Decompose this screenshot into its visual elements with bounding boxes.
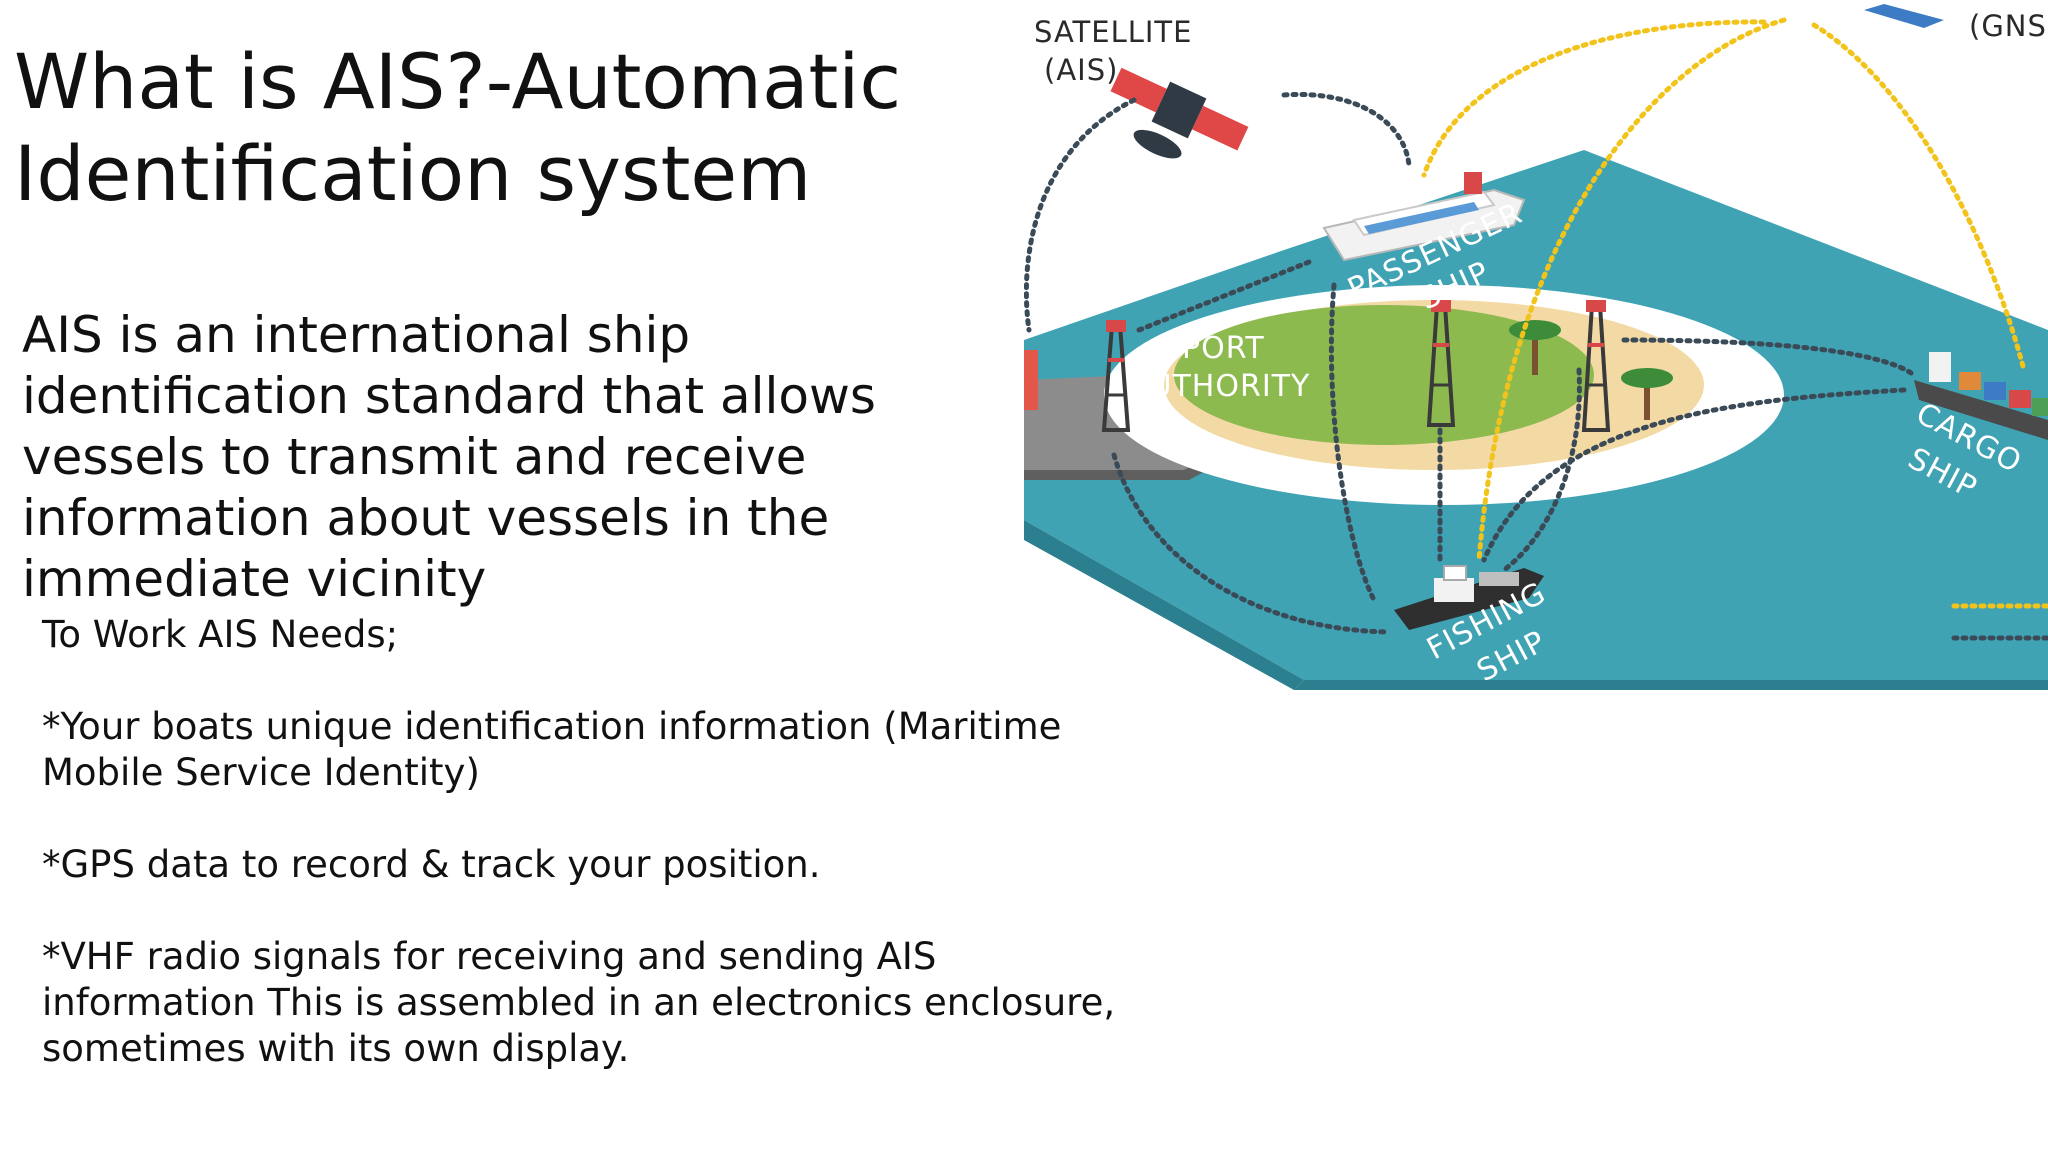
- spacer: [42, 658, 1162, 704]
- intro-paragraph: AIS is an international ship identificat…: [22, 305, 1022, 610]
- link-island-right-fishing: [1501, 367, 1582, 573]
- satellite-label-line-2: (AIS): [1044, 53, 1118, 87]
- radio-tower-island-right: [1581, 300, 1611, 432]
- requirement-gps: *GPS data to record & track your positio…: [42, 843, 821, 886]
- gnss-satellite-icon: [1864, 4, 1944, 28]
- link-port-passenger: [1136, 257, 1317, 333]
- gnss-label: (GNS: [1969, 9, 2047, 43]
- spacer: [42, 888, 1162, 934]
- requirements-list: To Work AIS Needs; *Your boats unique id…: [42, 612, 1162, 1072]
- port-authority-label-line-2: AUTHORITY: [1128, 369, 1310, 404]
- link-passenger-fishing: [1328, 282, 1377, 603]
- requirement-vhf-line-2: information This is assembled in an elec…: [42, 981, 1116, 1024]
- requirement-vhf-line-3: sometimes with its own display.: [42, 1027, 630, 1070]
- palm-trunk: [1532, 335, 1538, 375]
- intro-line-3: vessels to transmit and receive: [22, 428, 807, 486]
- link-satellite-port: [1024, 97, 1137, 333]
- satellite-label-line-1: SATELLITE: [1034, 15, 1192, 49]
- satellite-icon: [1110, 67, 1249, 159]
- radio-tower-island-left: [1426, 300, 1456, 427]
- port-building: [1024, 350, 1038, 410]
- gnss-links-yellow: [1421, 17, 2027, 563]
- link-port-fishing: [1111, 452, 1392, 635]
- link-satellite-passenger: [1281, 91, 1412, 168]
- gnss-link-fishing: [1476, 17, 1787, 563]
- fishing-ship-icon: [1394, 565, 1544, 630]
- sea-edge-front: [1294, 680, 2048, 690]
- intro-line-1: AIS is an international ship: [22, 306, 691, 364]
- cargo-ship-icon: [1914, 352, 2048, 440]
- ais-diagram-svg: SATELLITE (AIS) (GNS PASSENGER SHIP PORT…: [1024, 4, 2048, 690]
- legend-lines: [1951, 603, 2048, 641]
- requirement-vhf-line-1: *VHF radio signals for receiving and sen…: [42, 935, 937, 978]
- spacer: [42, 796, 1162, 842]
- passenger-ship-icon: [1322, 172, 1526, 262]
- link-cargo-fishing: [1481, 387, 1907, 563]
- port-authority-label-line-1: PORT: [1182, 331, 1265, 366]
- requirement-mmsi-line-1: *Your boats unique identification inform…: [42, 705, 1062, 748]
- palm-leaves: [1509, 320, 1561, 340]
- slide-title: What is AIS?-Automatic Identification sy…: [14, 36, 974, 220]
- palm-trunk: [1644, 380, 1650, 420]
- pier-edge: [1024, 440, 1244, 480]
- radio-tower-port: [1101, 320, 1131, 432]
- gnss-link-passenger: [1421, 19, 1767, 178]
- palm-leaves: [1621, 368, 1673, 388]
- ais-diagram: SATELLITE (AIS) (GNS PASSENGER SHIP PORT…: [1024, 0, 2048, 690]
- link-island-cargo: [1621, 337, 1917, 378]
- intro-line-4: information about vessels in the: [22, 489, 830, 547]
- island-grass: [1174, 305, 1594, 445]
- requirements-heading: To Work AIS Needs;: [42, 613, 399, 656]
- ais-links-dark: [1024, 91, 1917, 635]
- intro-line-5: immediate vicinity: [22, 550, 487, 608]
- intro-line-2: identification standard that allows: [22, 367, 876, 425]
- title-line-2: Identification system: [14, 129, 812, 218]
- sea-edge: [1024, 520, 1304, 690]
- requirement-mmsi-line-2: Mobile Service Identity): [42, 751, 480, 794]
- title-line-1: What is AIS?-Automatic: [14, 37, 902, 126]
- gnss-link-cargo: [1811, 22, 2027, 373]
